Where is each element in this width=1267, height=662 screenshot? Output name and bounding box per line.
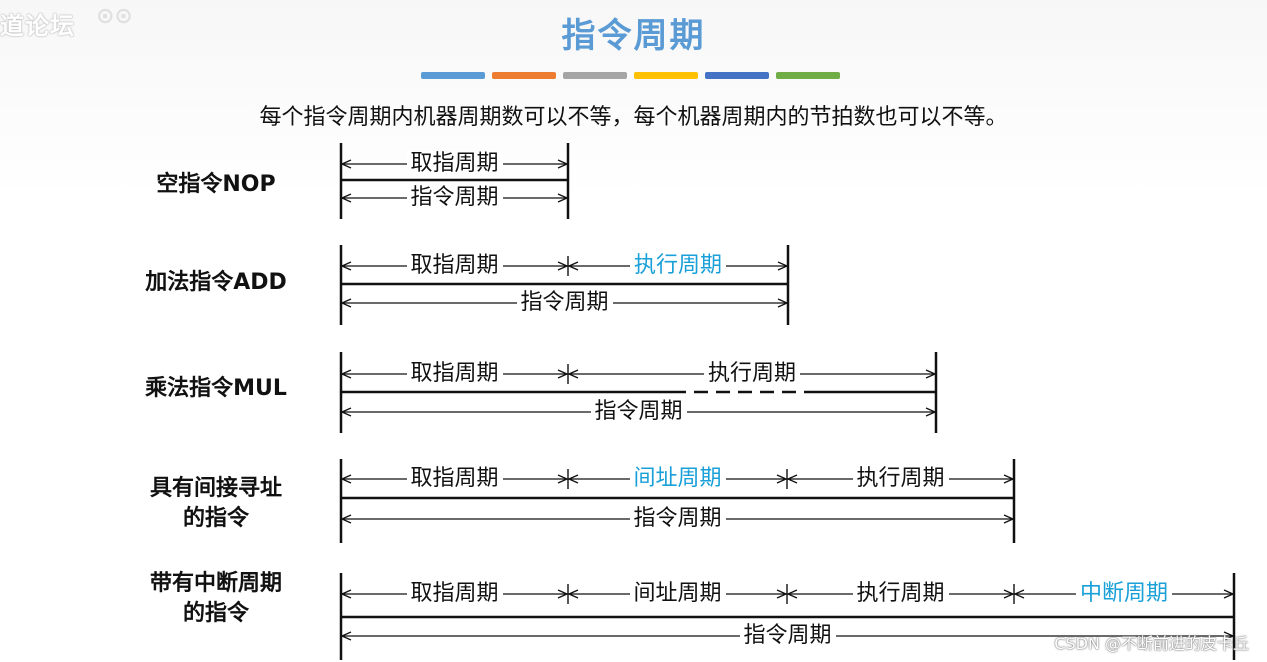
segment-arrow-right (557, 159, 569, 169)
segment-arrow-right (557, 589, 569, 599)
row-label-line: 带有中断周期 (149, 571, 282, 596)
segment-label-execute: 执行周期 (852, 581, 949, 607)
segment-arrow-left (567, 261, 579, 271)
segment-label-interrupt: 中断周期 (1076, 581, 1173, 607)
segment-arrow-right (777, 261, 789, 271)
segment-label-indirect: 间址周期 (629, 466, 726, 492)
colorbar-segment (776, 72, 840, 79)
colorbar-segment (705, 72, 769, 79)
instruction-cycle-label: 指令周期 (629, 506, 726, 532)
row-label-line: 空指令NOP (156, 172, 276, 197)
segment-arrow-right (557, 474, 569, 484)
segment-arrow-left (567, 369, 579, 379)
segment-arrow-right (1003, 589, 1015, 599)
segment-label-fetch: 取指周期 (406, 581, 503, 607)
segment-label-fetch: 取指周期 (406, 466, 503, 492)
segment-label-indirect: 间址周期 (629, 581, 726, 607)
watermark: CSDN @不断前进的皮卡丘 (1054, 634, 1249, 653)
instruction-arrow-left (340, 193, 352, 203)
instruction-arrow-right (925, 407, 937, 417)
segment-arrow-right (925, 369, 937, 379)
segment-arrow-left (1013, 589, 1025, 599)
instruction-cycle-label: 指令周期 (516, 290, 613, 316)
segment-arrow-left (340, 589, 352, 599)
segment-arrow-right (776, 589, 788, 599)
row-label: 空指令NOP (128, 170, 304, 200)
segment-arrow-left (786, 589, 798, 599)
instruction-arrow-left (340, 631, 352, 641)
segment-label-fetch: 取指周期 (406, 253, 503, 279)
row-label-line: 乘法指令MUL (145, 376, 287, 401)
colorbar-segment (421, 72, 485, 79)
segment-arrow-left (786, 474, 798, 484)
instruction-arrow-left (340, 407, 352, 417)
logo-text: 道论坛 (0, 12, 75, 40)
segment-arrow-left (340, 474, 352, 484)
segment-arrow-left (567, 474, 579, 484)
instruction-arrow-left (340, 298, 352, 308)
segment-arrow-left (340, 369, 352, 379)
instruction-arrow-right (557, 193, 569, 203)
row-label: 带有中断周期的指令 (128, 569, 304, 629)
row-label-line: 的指令 (182, 601, 249, 626)
colorbar-segment (563, 72, 627, 79)
instruction-cycle-label: 指令周期 (739, 623, 836, 649)
segment-arrow-left (340, 261, 352, 271)
row-label: 加法指令ADD (128, 268, 304, 298)
instruction-cycle-label: 指令周期 (590, 399, 687, 425)
segment-arrow-left (567, 589, 579, 599)
subtitle: 每个指令周期内机器周期数可以不等，每个机器周期内的节拍数也可以不等。 (259, 105, 1008, 130)
segment-arrow-right (1003, 474, 1015, 484)
segment-arrow-right (1223, 589, 1235, 599)
segment-label-execute: 执行周期 (704, 361, 801, 387)
segment-arrow-right (776, 474, 788, 484)
instruction-cycle-label: 指令周期 (406, 185, 503, 211)
segment-arrow-right (557, 369, 569, 379)
logo-mark-icon: ⊙⊙ (96, 4, 133, 29)
segment-arrow-left (340, 159, 352, 169)
instruction-arrow-right (777, 298, 789, 308)
page-title: 指令周期 (561, 16, 706, 56)
row-label-line: 具有间接寻址 (149, 476, 282, 501)
segment-label-execute: 执行周期 (852, 466, 949, 492)
row-label-line: 加法指令ADD (145, 270, 287, 295)
segment-arrow-right (557, 261, 569, 271)
instruction-arrow-right (1223, 631, 1235, 641)
segment-label-execute: 执行周期 (630, 253, 727, 279)
row-label-line: 的指令 (182, 506, 249, 531)
instruction-arrow-right (1003, 514, 1015, 524)
colorbar-segment (492, 72, 556, 79)
title-colorbar (421, 72, 841, 79)
row-label: 具有间接寻址的指令 (128, 474, 304, 534)
segment-label-fetch: 取指周期 (406, 151, 503, 177)
instruction-arrow-left (340, 514, 352, 524)
row-label: 乘法指令MUL (128, 374, 304, 404)
colorbar-segment (634, 72, 698, 79)
segment-label-fetch: 取指周期 (406, 361, 503, 387)
